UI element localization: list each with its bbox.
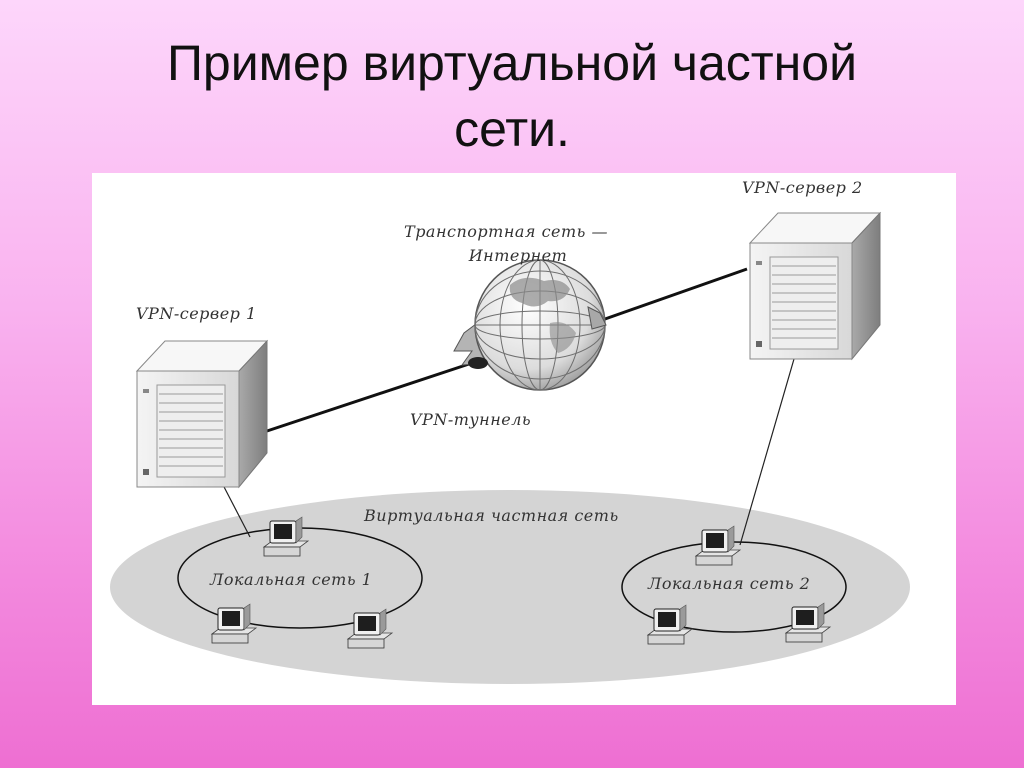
- vpn-server-2-icon: [749, 212, 881, 360]
- slide-title: Пример виртуальной частной сети.: [0, 30, 1024, 162]
- local-network-2-label: Локальная сеть 2: [647, 574, 810, 593]
- server-1-to-lan-1-line: [221, 482, 251, 538]
- slide-title-line-2: сети.: [454, 101, 570, 157]
- diagram-panel: VPN-сервер 1 VPN-сервер 2 Транспортная с…: [92, 173, 956, 705]
- tunnel-line-left: [266, 361, 473, 433]
- transport-network-label-line-1: Транспортная сеть —: [404, 222, 608, 241]
- vpn-server-2-label: VPN-сервер 2: [742, 178, 863, 197]
- local-network-1-label: Локальная сеть 1: [209, 570, 372, 589]
- globe-icon: [453, 259, 607, 391]
- vpn-tunnel-label: VPN-туннель: [410, 410, 531, 429]
- vpn-diagram: VPN-сервер 1 VPN-сервер 2 Транспортная с…: [110, 178, 910, 684]
- vpn-server-1-label: VPN-сервер 1: [136, 304, 257, 323]
- virtual-private-network-label: Виртуальная частная сеть: [363, 506, 619, 525]
- server-2-to-lan-2-line: [739, 358, 795, 546]
- transport-network-label-line-2: Интернет: [468, 246, 568, 265]
- tunnel-line-right: [587, 267, 748, 327]
- vpn-server-1-icon: [136, 340, 268, 488]
- slide-title-line-1: Пример виртуальной частной: [166, 35, 858, 91]
